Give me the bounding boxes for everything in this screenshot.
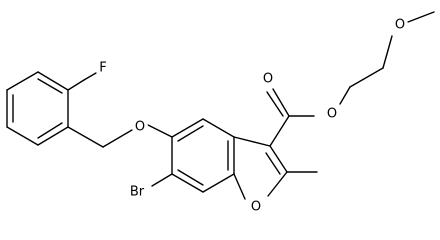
bond [202, 173, 235, 193]
bromine-label: Br [130, 185, 145, 200]
ester-oxygen-atom: O [324, 106, 340, 122]
bond [233, 173, 246, 200]
carbonyl-oxygen-label: O [263, 72, 273, 87]
bond [269, 115, 290, 147]
bond-inner [265, 152, 281, 175]
bromine-atom: Br [125, 184, 149, 201]
bond [6, 126, 39, 146]
methoxy-oxygen-label: O [395, 18, 405, 33]
bond [339, 86, 351, 105]
bond [37, 71, 69, 91]
molecule-structure: F O O O O O Br [6, 11, 435, 215]
bond [83, 72, 97, 81]
ether-oxygen-label: O [135, 120, 145, 135]
methoxy-oxygen-atom: O [392, 17, 408, 33]
bond [349, 67, 384, 88]
bond [272, 88, 290, 117]
bond [151, 173, 173, 187]
bond [37, 126, 69, 146]
bond [407, 11, 435, 23]
furan-oxygen-label: O [251, 200, 261, 215]
bond-inner [177, 125, 204, 142]
fluorine-label: F [99, 61, 106, 76]
bond [102, 129, 133, 148]
bond [202, 118, 235, 138]
bond [382, 35, 393, 69]
bond [171, 173, 204, 193]
carbonyl-oxygen-atom: O [260, 71, 276, 87]
bond [267, 171, 288, 197]
atom-labels: F O O O O O Br [95, 17, 408, 215]
bond [233, 136, 271, 147]
bond [67, 79, 85, 91]
furan-oxygen-atom: O [248, 199, 264, 215]
bond-inner [37, 122, 63, 139]
ester-oxygen-label: O [327, 107, 337, 122]
bond [171, 118, 204, 138]
fluorine-atom: F [95, 60, 111, 76]
bond [6, 71, 39, 91]
ether-oxygen-atom: O [132, 119, 148, 135]
bond-inner [177, 169, 204, 186]
bond [147, 124, 173, 138]
bond [67, 126, 104, 148]
bonds [6, 11, 435, 200]
bond [269, 145, 288, 173]
bond-inner [37, 78, 63, 94]
bond [266, 91, 284, 117]
